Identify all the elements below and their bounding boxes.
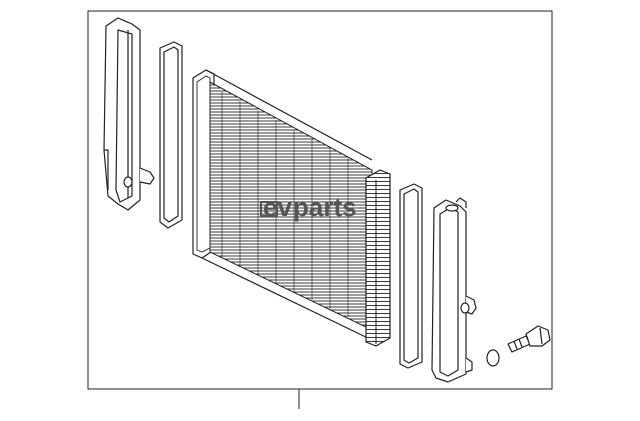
right-seal [399, 183, 423, 369]
watermark-suffix: parts [293, 192, 357, 222]
left-seal [159, 41, 183, 229]
diagram-frame [87, 10, 553, 390]
radiator-core [192, 69, 391, 347]
o-ring [486, 349, 500, 367]
right-side-tank [431, 197, 477, 383]
watermark-prefix: ev [263, 192, 292, 222]
left-side-tank [103, 17, 155, 211]
watermark-logo: ev parts [260, 192, 357, 222]
drain-plug [507, 325, 551, 353]
